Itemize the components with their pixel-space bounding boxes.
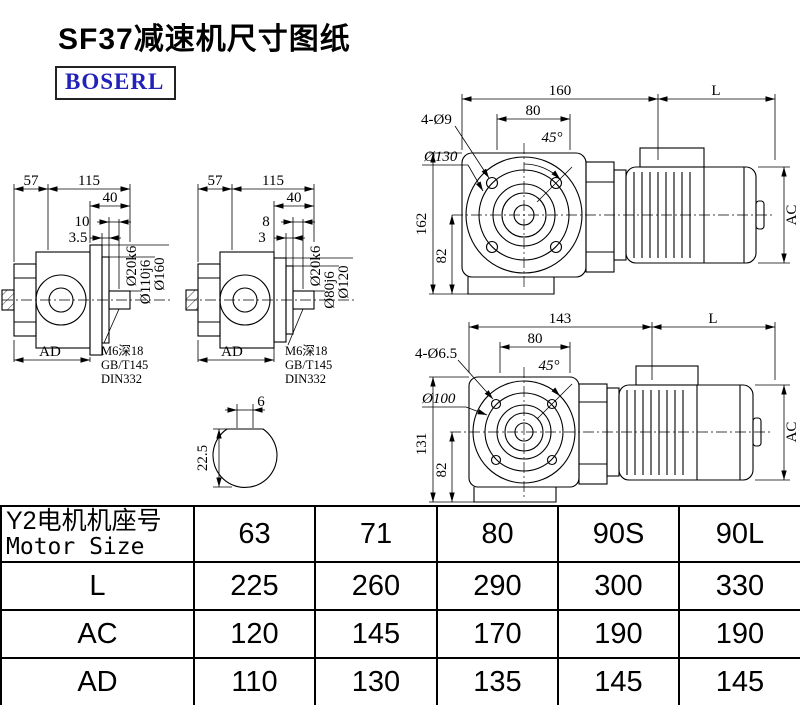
fv2-dim-ac: AC bbox=[784, 422, 800, 443]
side-view-1-dimension-lines bbox=[13, 184, 169, 363]
table-row-AD: AD 110 130 135 145 145 bbox=[0, 657, 800, 705]
brand-logo: BOSERL bbox=[55, 66, 177, 100]
sv1-shaft-dia: Ø20k6 bbox=[124, 245, 140, 286]
sv2-tap-note-2: GB/T145 bbox=[285, 358, 332, 372]
L-90l: 330 bbox=[678, 561, 800, 611]
fv1-dim-162: 162 bbox=[414, 213, 430, 236]
sv1-tap-note-2: GB/T145 bbox=[101, 358, 148, 372]
fv2-bolt-circle: Ø100 bbox=[421, 391, 456, 407]
row-label-AD: AD bbox=[0, 657, 195, 705]
section-dim-6: 6 bbox=[257, 394, 265, 410]
size-63: 63 bbox=[193, 505, 316, 563]
fv2-angle-45: 45° bbox=[539, 358, 560, 374]
size-90l: 90L bbox=[678, 505, 800, 563]
fv1-bolt-circle: Ø130 bbox=[423, 149, 458, 165]
L-90s: 300 bbox=[557, 561, 680, 611]
size-80: 80 bbox=[436, 505, 559, 563]
sv1-spigot-dia: Ø110j6 bbox=[138, 259, 154, 304]
size-90s: 90S bbox=[557, 505, 680, 563]
header-motor-size-en: Motor Size bbox=[6, 534, 145, 561]
row-label-L: L bbox=[0, 561, 195, 611]
AD-90s: 145 bbox=[557, 657, 680, 705]
row-label-AC: AC bbox=[0, 609, 195, 659]
sv1-dim-115: 115 bbox=[78, 173, 100, 189]
AC-90l: 190 bbox=[678, 609, 800, 659]
sv2-shaft-dia: Ø20k6 bbox=[308, 245, 324, 286]
AC-90s: 190 bbox=[557, 609, 680, 659]
fv2-holes-note: 4-Ø6.5 bbox=[415, 346, 457, 362]
sv2-spigot-dia: Ø80j6 bbox=[322, 271, 338, 309]
header-motor-size-cn: Y2电机机座号 bbox=[6, 506, 162, 535]
fv2-dim-131: 131 bbox=[414, 433, 430, 456]
shaft-section-profile bbox=[212, 428, 278, 488]
sv2-dim-ad: AD bbox=[221, 344, 243, 360]
L-80: 290 bbox=[436, 561, 559, 611]
table-row-AC: AC 120 145 170 190 190 bbox=[0, 609, 800, 659]
sv2-dim-115: 115 bbox=[262, 173, 284, 189]
AD-80: 135 bbox=[436, 657, 559, 705]
table-row-L: L 225 260 290 300 330 bbox=[0, 561, 800, 611]
sv1-flange-dia: Ø160 bbox=[152, 257, 168, 290]
fv2-dim-143: 143 bbox=[549, 311, 572, 327]
shaft-section-dimension-lines bbox=[213, 404, 265, 488]
AD-63: 110 bbox=[193, 657, 316, 705]
fv1-dim-160: 160 bbox=[549, 83, 572, 99]
L-63: 225 bbox=[193, 561, 316, 611]
front-view-1-geometry bbox=[452, 143, 772, 295]
fv1-angle-45: 45° bbox=[542, 130, 563, 146]
sv1-tap-note-1: M6深18 bbox=[101, 344, 143, 358]
sv1-dim-ad: AD bbox=[39, 344, 61, 360]
sv2-flange-dia: Ø120 bbox=[336, 265, 352, 298]
section-dim-22-5: 22.5 bbox=[195, 445, 211, 471]
L-71: 260 bbox=[314, 561, 438, 611]
side-view-2-dimension-lines bbox=[197, 184, 353, 363]
sv1-dim-10: 10 bbox=[75, 214, 90, 230]
sv2-dim-8: 8 bbox=[262, 214, 270, 230]
size-71: 71 bbox=[314, 505, 438, 563]
sv2-dim-3: 3 bbox=[258, 230, 266, 246]
sv1-dim-40: 40 bbox=[103, 190, 118, 206]
sv1-tap-note-3: DIN332 bbox=[101, 372, 142, 386]
sv1-dim-57: 57 bbox=[24, 173, 40, 189]
sv1-dim-3-5: 3.5 bbox=[69, 230, 88, 246]
AC-80: 170 bbox=[436, 609, 559, 659]
AD-90l: 145 bbox=[678, 657, 800, 705]
table-header-row: Y2电机机座号 Motor Size 63 71 80 90S 90L bbox=[0, 505, 800, 563]
side-view-1-geometry bbox=[1, 244, 172, 356]
sv2-dim-57: 57 bbox=[208, 173, 224, 189]
front-view-2-dimension-lines bbox=[422, 322, 790, 503]
side-view-2-geometry bbox=[185, 251, 356, 349]
fv1-holes-note: 4-Ø9 bbox=[421, 112, 452, 128]
fv2-dim-80: 80 bbox=[528, 331, 543, 347]
page-title: SF37减速机尺寸图纸 bbox=[58, 23, 351, 56]
fv2-dim-82: 82 bbox=[434, 463, 450, 478]
motor-size-table: Y2电机机座号 Motor Size 63 71 80 90S 90L L 22… bbox=[0, 505, 800, 705]
AC-71: 145 bbox=[314, 609, 438, 659]
front-view-1-dimension-lines bbox=[422, 94, 790, 295]
fv1-dim-80: 80 bbox=[526, 103, 541, 119]
fv2-dim-L: L bbox=[708, 311, 717, 327]
fv1-dim-L: L bbox=[711, 83, 720, 99]
sv2-dim-40: 40 bbox=[287, 190, 302, 206]
AD-71: 130 bbox=[314, 657, 438, 705]
header-motor-size-cell: Y2电机机座号 Motor Size bbox=[0, 505, 195, 563]
front-view-2-geometry bbox=[450, 365, 770, 503]
technical-drawing-canvas: 57 115 40 10 3.5 Ø20k6 Ø110j6 Ø160 AD M6… bbox=[1, 83, 800, 503]
sv2-tap-note-1: M6深18 bbox=[285, 344, 327, 358]
AC-63: 120 bbox=[193, 609, 316, 659]
fv1-dim-ac: AC bbox=[784, 205, 800, 226]
sv2-tap-note-3: DIN332 bbox=[285, 372, 326, 386]
fv1-dim-82: 82 bbox=[434, 249, 450, 264]
